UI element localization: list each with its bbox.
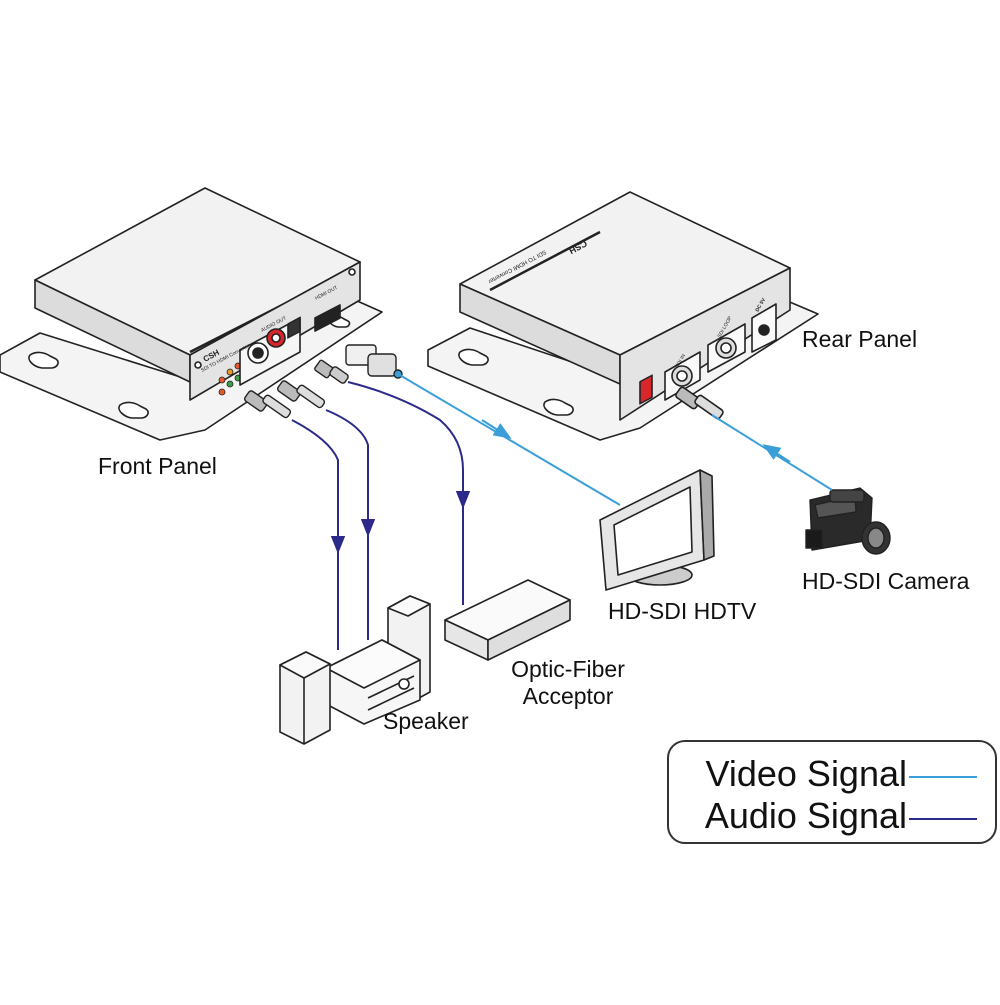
speaker-label: Speaker <box>383 708 469 734</box>
speaker-system <box>279 595 431 745</box>
legend-audio-line <box>909 818 977 820</box>
legend-audio-label: Audio Signal <box>704 795 907 836</box>
front-panel-device <box>0 187 383 441</box>
camera-label: HD-SDI Camera <box>802 568 970 594</box>
signal-legend: Video Signal Audio Signal <box>667 740 997 844</box>
audio-line-2 <box>325 409 369 640</box>
video-line-hdmi-to-hdtv <box>397 373 621 506</box>
camera-device <box>805 487 891 555</box>
audio-line-1 <box>291 419 339 650</box>
rear-panel-device <box>427 191 819 441</box>
video-line-camera-to-sdi <box>711 414 833 491</box>
rear-panel-label: Rear Panel <box>802 326 918 352</box>
audio-line-optical <box>347 381 464 605</box>
legend-video-label: Video Signal <box>705 753 908 794</box>
hdtv-device <box>599 469 715 591</box>
rear-device-face <box>619 267 791 421</box>
hdtv-label: HD-SDI HDTV <box>608 598 757 624</box>
optic-fiber-acceptor <box>444 579 571 661</box>
front-cable-plugs <box>244 344 403 419</box>
legend-video-line <box>909 776 977 778</box>
optic-fiber-label-line2: Acceptor <box>522 683 614 709</box>
front-panel-label: Front Panel <box>98 453 217 479</box>
optic-fiber-label-line1: Optic-Fiber <box>511 656 625 682</box>
